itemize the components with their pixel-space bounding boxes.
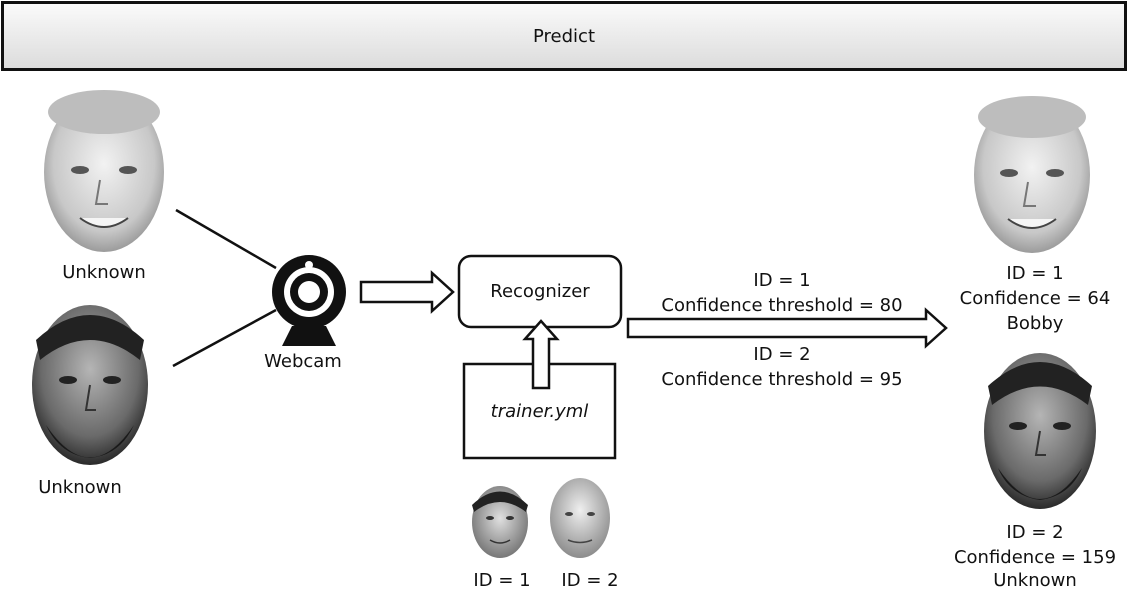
input-label-1: Unknown [62,262,146,283]
trainer-file-label: trainer.yml [490,400,589,422]
input-face-1 [44,90,164,252]
training-face-1 [472,486,528,558]
training-face-2-label: ID = 2 [561,570,619,591]
result-1-name: Bobby [1006,313,1064,334]
recognizer-label: Recognizer [490,281,590,302]
threshold-1-value: Confidence threshold = 80 [661,295,903,316]
result-2-confidence: Confidence = 159 [953,547,1117,568]
input-label-2: Unknown [38,477,122,498]
arrow-trainer-recognizer [522,319,560,390]
predict-title: Predict [533,25,595,47]
webcam-label: Webcam [264,351,342,372]
result-1-id: ID = 1 [1006,263,1064,284]
result-2-id: ID = 2 [1006,522,1064,543]
connector-face1-webcam [175,208,277,270]
arrow-webcam-recognizer [359,270,455,314]
connector-face2-webcam [172,308,277,368]
arrow-recognizer-results [626,307,948,349]
training-face-2 [550,478,610,558]
result-2-name: Unknown [993,570,1077,591]
predict-header: Predict [1,1,1127,71]
webcam-icon [272,255,346,346]
result-1-confidence: Confidence = 64 [959,288,1111,309]
threshold-1-id: ID = 1 [753,270,811,291]
threshold-2-value: Confidence threshold = 95 [661,369,903,390]
result-face-1 [974,96,1090,253]
training-face-1-label: ID = 1 [473,570,531,591]
input-face-2 [32,305,148,465]
result-face-2 [984,353,1096,509]
threshold-2-id: ID = 2 [753,344,811,365]
